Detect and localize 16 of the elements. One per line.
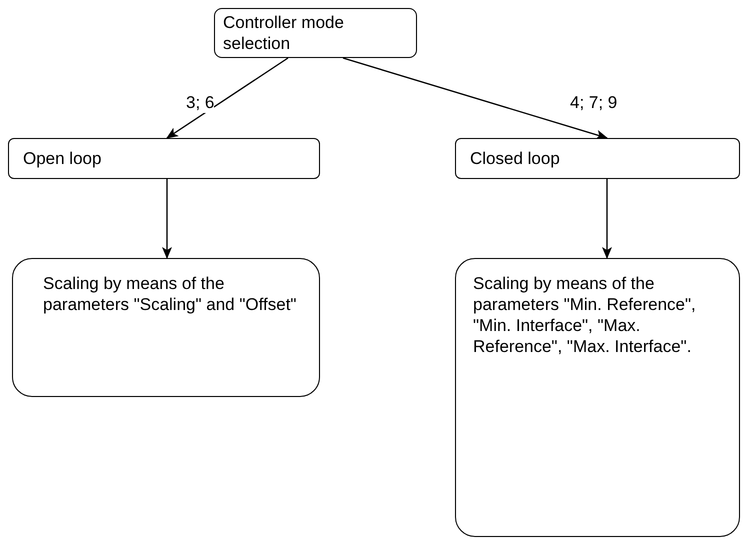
node-text: Open loop [23,148,102,169]
node-text: Closed loop [470,148,560,169]
node-text: Scaling by means of the parameters "Scaling" and "Offset" [43,273,298,315]
process-box [8,138,320,179]
arrow [602,179,612,259]
process-box [455,258,740,537]
node-text: Scaling by means of the parameters "Min. Reference", "Min. Interface", "Max. Reference", "Max. Interface". [473,273,697,357]
process-box [12,258,320,397]
process-box [455,138,740,179]
arrow [162,179,172,259]
arrow [342,57,608,140]
edge-label: 3; 6 [186,93,214,113]
node-text: Controller mode selection [223,12,345,54]
process-box [214,8,417,58]
edge-label: 4; 7; 9 [570,93,618,113]
arrow [166,57,288,139]
